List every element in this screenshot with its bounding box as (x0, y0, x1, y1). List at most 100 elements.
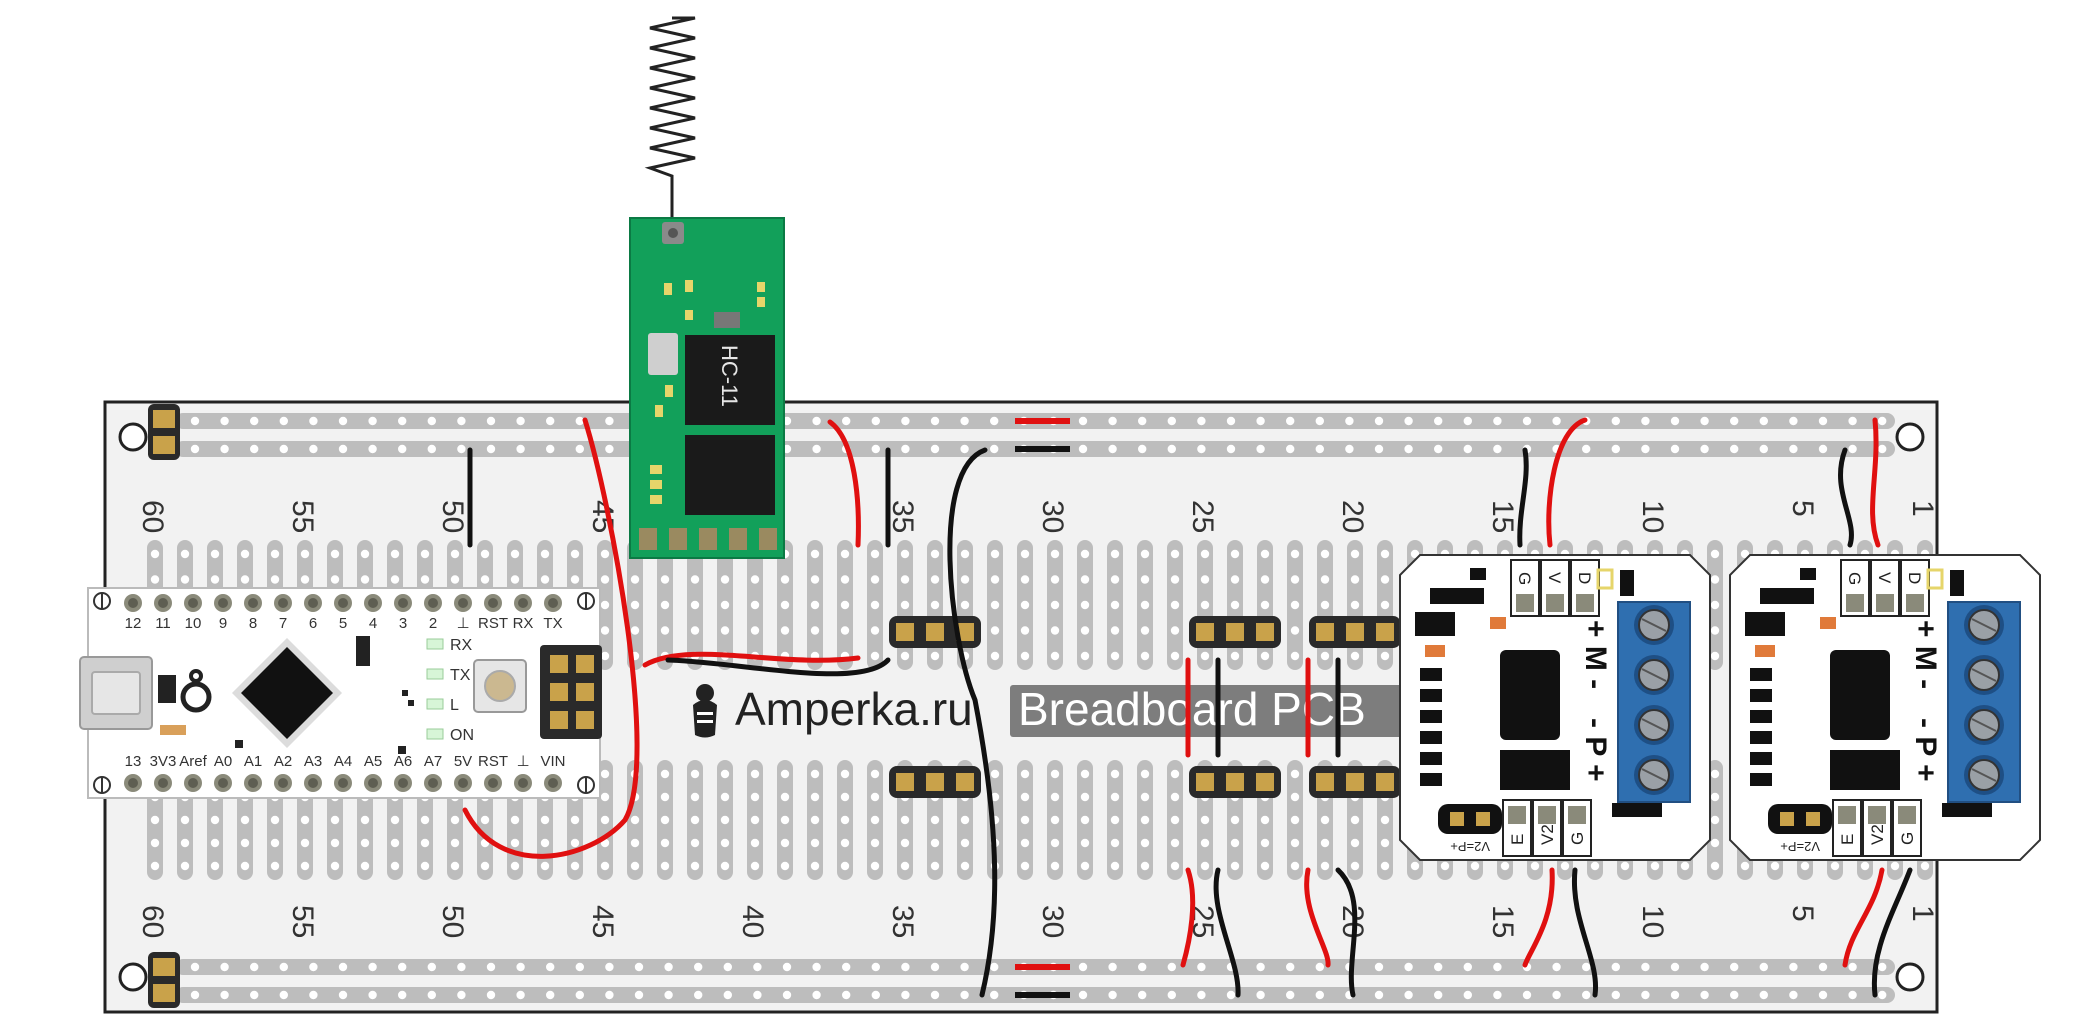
rail-hole (990, 962, 999, 972)
strip-hole (240, 815, 250, 825)
controller-pin-hole (368, 598, 378, 608)
strip-hole (1080, 769, 1090, 779)
strip-hole (660, 575, 670, 584)
strip-hole (990, 575, 1000, 584)
strip-hole (1020, 769, 1030, 779)
rail-hole (398, 990, 407, 1000)
rail-hole (1670, 416, 1680, 426)
driver-pin-box (1832, 799, 1862, 857)
header-pin (1376, 773, 1394, 791)
rail-hole (1878, 416, 1887, 426)
controller-pin-hole (548, 598, 558, 608)
wire-red-radio-vcc (827, 419, 861, 548)
rail-hole (575, 962, 584, 972)
strip-hole (1350, 815, 1360, 825)
strip-hole (1890, 861, 1900, 871)
strip-hole (780, 792, 790, 802)
strip-hole (390, 838, 400, 848)
strip-hole (1050, 838, 1060, 848)
rail-hole (220, 444, 229, 454)
strip-hole (1350, 861, 1360, 871)
strip-hole (1710, 651, 1720, 661)
strip-hole (690, 838, 700, 848)
controller-pin-hole (128, 778, 138, 788)
strip-hole (1020, 815, 1030, 825)
strip-hole (210, 838, 220, 848)
driver-component (1830, 750, 1900, 790)
strip-hole (1470, 861, 1480, 871)
strip-hole (1050, 626, 1060, 635)
strip-hole (780, 575, 790, 584)
strip-hole (1350, 549, 1360, 559)
strip-hole (690, 815, 700, 825)
rail-hole (1582, 990, 1591, 1000)
status-led-label: ON (450, 727, 474, 744)
rail-hole (1434, 990, 1443, 1000)
rail-hole (546, 962, 555, 972)
rail-hole (990, 416, 999, 426)
strip-hole (1200, 838, 1210, 848)
strip-hole (870, 769, 880, 779)
strip-hole (960, 549, 970, 559)
strip-hole (750, 626, 760, 635)
driver-pin-label: V2 (1538, 824, 1557, 845)
controller-pin-label: 9 (219, 615, 227, 632)
controller-pin-label: 2 (429, 615, 437, 632)
strip-hole (840, 600, 850, 610)
strip-hole (1140, 769, 1150, 779)
rail-hole (575, 990, 584, 1000)
strip-hole (180, 575, 190, 584)
rail-hole (930, 416, 940, 426)
strip-hole (1740, 861, 1750, 871)
rail-header-top (148, 404, 180, 460)
rail-hole (1256, 990, 1265, 1000)
driver-component (1425, 645, 1445, 657)
strip-hole (540, 861, 550, 871)
amperka-logo (693, 684, 717, 738)
strip-hole (900, 651, 910, 661)
strip-hole (1290, 626, 1300, 635)
rail-hole (1759, 990, 1769, 1000)
rail-hole (338, 416, 348, 426)
rail-hole (1463, 444, 1473, 454)
strip-hole (810, 549, 820, 559)
strip-hole (360, 861, 370, 871)
strip-hole (930, 600, 940, 610)
reset-button[interactable] (473, 659, 527, 713)
controller-pin-hole (338, 598, 348, 608)
rail-hole (190, 962, 200, 972)
rail-hole (250, 444, 259, 454)
rail-hole (1641, 962, 1650, 972)
radio-pin (669, 528, 687, 550)
strip-hole (570, 549, 580, 559)
column-number: 20 (1336, 500, 1369, 533)
strip-hole (900, 838, 910, 848)
strip-hole (570, 861, 580, 871)
rail-hole (1078, 416, 1088, 426)
rail-hole (1108, 444, 1117, 454)
controller-pin-hole (488, 598, 498, 608)
strip-hole (990, 792, 1000, 802)
strip-hole (270, 549, 280, 559)
rail-hole (605, 990, 614, 1000)
strip-hole (630, 861, 640, 871)
rail-hole (1197, 962, 1206, 972)
strip-hole (210, 815, 220, 825)
driver-component (1950, 570, 1964, 596)
rail-hole (1226, 444, 1236, 454)
strip-hole (330, 575, 340, 584)
driver-jumper (1438, 804, 1502, 834)
strip-hole (1170, 575, 1180, 584)
header-pin (1226, 623, 1244, 641)
rail-hole (190, 990, 200, 1000)
rail-hole (1848, 444, 1857, 454)
wire-red-radio-rx (642, 651, 861, 668)
driver-pin (1568, 806, 1586, 824)
strip-hole (1380, 861, 1390, 871)
status-led-label: RX (450, 637, 473, 654)
power-label: - P + (1909, 718, 1942, 782)
terminal-screw-slot (1641, 668, 1667, 682)
rail-hole (1730, 962, 1739, 972)
rail-hole (1611, 416, 1621, 426)
controller-pin-hole (218, 778, 228, 788)
